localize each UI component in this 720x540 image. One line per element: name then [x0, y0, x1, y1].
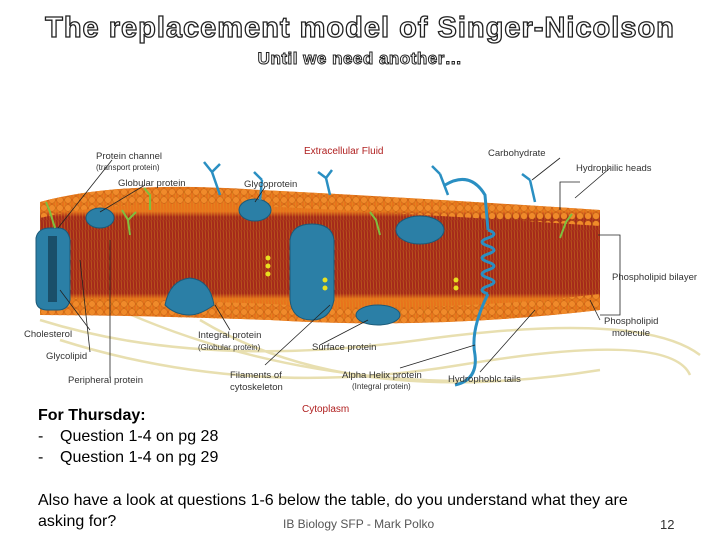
label-glycolipid: Glycolipid	[46, 351, 87, 362]
label-phospholipid-molecule-2: molecule	[612, 328, 650, 339]
alpha-helix-protein	[444, 177, 496, 387]
assignment-heading: For Thursday:	[38, 407, 146, 424]
label-cholesterol: Cholesterol	[24, 329, 72, 340]
label-pointers	[57, 157, 621, 378]
label-glycoprotein: Glycoprotein	[244, 179, 297, 190]
slide-title: The replacement model of Singer-Nicolson	[44, 11, 675, 44]
label-cytoplasm: Cytoplasm	[302, 404, 349, 415]
label-filaments-2: cytoskeleton	[230, 382, 283, 393]
assignment-item: -Question 1-4 on pg 28	[38, 428, 219, 445]
carbohydrate-chains	[203, 161, 537, 203]
slide-subtitle: Until we need another…	[257, 49, 463, 69]
label-peripheral-protein: Peripheral protein	[68, 375, 143, 386]
label-filaments-1: Filaments of	[230, 370, 282, 381]
glycolipid-chains	[45, 187, 573, 239]
label-hydrophobic-tails: Hydrophoblc tails	[448, 374, 521, 385]
study-note: Also have a look at questions 1-6 below …	[38, 492, 628, 530]
label-extracellular-fluid: Extracellular Fluid	[304, 146, 383, 157]
label-integral-protein: Integral protein	[198, 330, 261, 341]
cytoskeleton-filaments	[39, 308, 701, 384]
cholesterol-molecules	[265, 255, 459, 291]
label-protein-channel: Protein channel	[96, 151, 162, 162]
slide-footer: IB Biology SFP - Mark Polko	[283, 517, 435, 531]
label-phospholipid-bilayer: Phospholipid bilayer	[612, 272, 697, 283]
label-integral-protein-sub: (Globular protein)	[198, 343, 261, 352]
label-phospholipid-molecule-1: Phospholipid	[604, 316, 658, 327]
assignment-block: For Thursday: -Question 1-4 on pg 28 -Qu…	[38, 405, 218, 468]
label-carbohydrate: Carbohydrate	[488, 148, 546, 159]
label-globular-protein: Globular protein	[118, 178, 186, 189]
label-alpha-helix-sub: (Integral protein)	[352, 382, 411, 391]
label-alpha-helix: Alpha Helix protein	[342, 370, 422, 381]
membrane-proteins	[35, 198, 445, 326]
label-surface-protein: Surface protein	[312, 342, 376, 353]
cell-membrane-diagram: Protein channel (transport protein) Glob…	[24, 146, 701, 415]
label-hydrophilic-heads: Hydrophilic heads	[576, 163, 652, 174]
page-number: 12	[660, 517, 675, 532]
label-protein-channel-sub: (transport protein)	[96, 163, 160, 172]
assignment-item: -Question 1-4 on pg 29	[38, 449, 219, 466]
